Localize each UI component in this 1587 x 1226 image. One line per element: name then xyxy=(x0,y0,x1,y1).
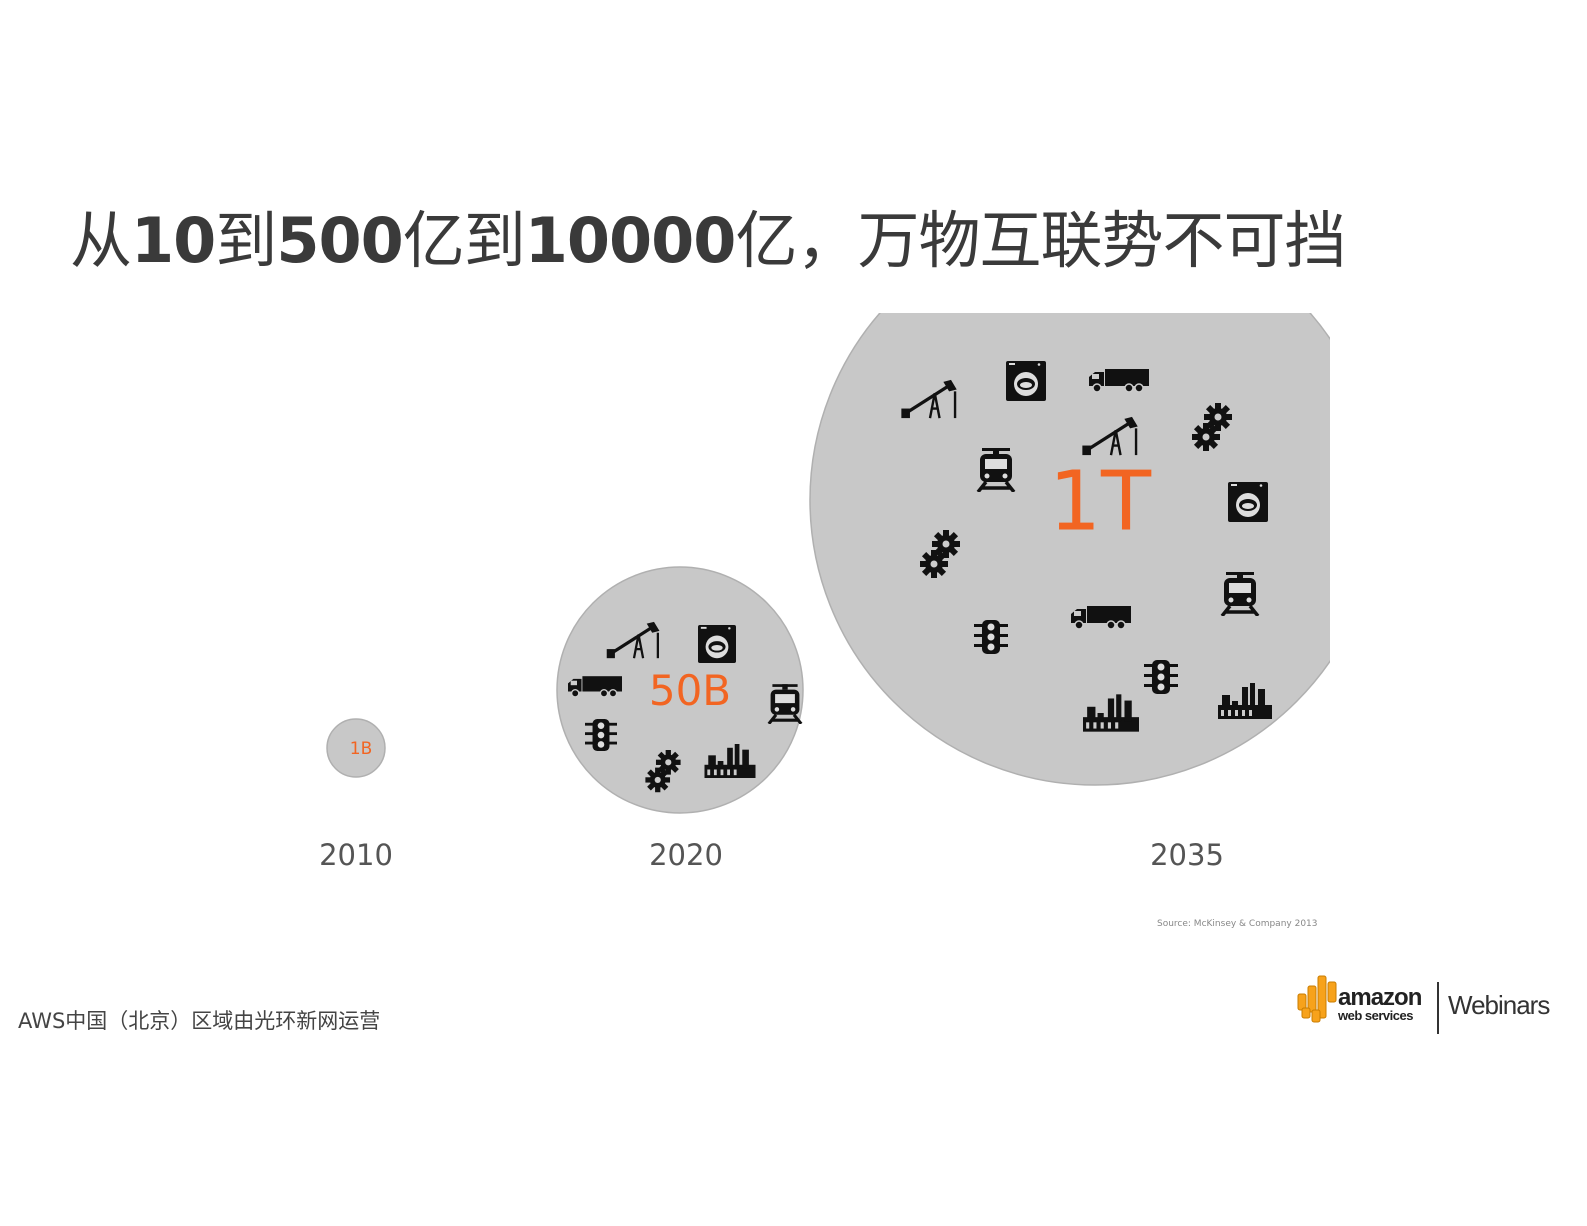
bubble-value-label: 1T xyxy=(1049,455,1152,550)
bubble-value-label: 1B xyxy=(350,739,372,759)
bubble-2020 xyxy=(556,566,804,814)
webinars-label: Webinars xyxy=(1448,990,1550,1020)
bubble-value-label: 50B xyxy=(649,666,731,715)
title-part: 亿到 xyxy=(402,204,526,277)
footer-operator-note: AWS中国（北京）区域由光环新网运营 xyxy=(18,1009,381,1033)
washing-machine-icon xyxy=(698,625,736,663)
source-note: Source: McKinsey & Company 2013 xyxy=(1157,919,1318,929)
aws-logo-subword: web services xyxy=(1338,1008,1413,1023)
title-part: 到 xyxy=(215,204,277,277)
year-label: 2035 xyxy=(1150,838,1224,872)
title-part: 10000 xyxy=(524,204,737,277)
washing-machine-icon xyxy=(1006,361,1046,401)
title-part: 500 xyxy=(276,204,403,277)
title-part: 从 xyxy=(70,204,132,277)
aws-logo-word: amazon xyxy=(1338,984,1422,1011)
logo-divider xyxy=(1437,982,1439,1034)
title-part: 10 xyxy=(131,204,216,277)
year-label: 2010 xyxy=(319,838,393,872)
bubble-2010 xyxy=(326,718,386,778)
page-title: 从10到500亿到10000亿，万物互联势不可挡 xyxy=(70,190,1346,280)
year-label: 2020 xyxy=(649,838,723,872)
washing-machine-icon xyxy=(1228,482,1268,522)
aws-cubes-icon xyxy=(1297,975,1337,1023)
title-part: 亿，万物互联势不可挡 xyxy=(735,204,1346,277)
aws-webinars-logo: amazon web services Webinars xyxy=(1296,970,1566,1040)
